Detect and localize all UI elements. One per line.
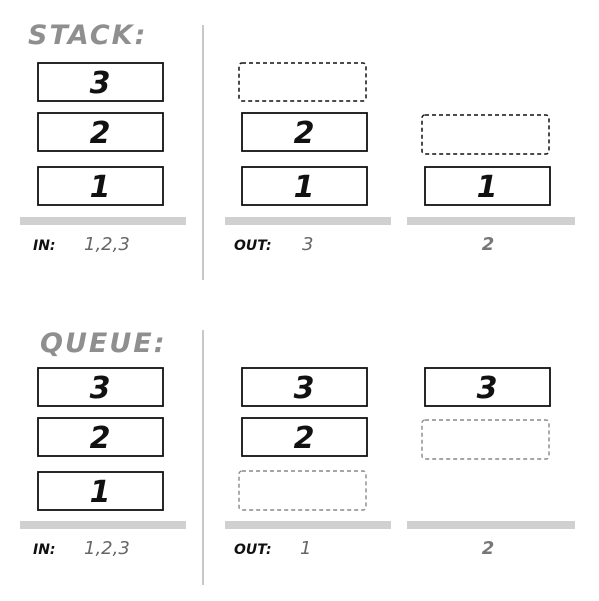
stack-input-box-3	[37, 62, 164, 102]
queue-step2-empty-slot	[421, 419, 550, 460]
queue-input-box-3	[37, 367, 164, 407]
stack-in-value: 1,2,3	[84, 234, 130, 255]
queue-input-box-2	[37, 417, 164, 457]
stack-step2-column: 1 2	[407, 114, 575, 255]
queue-step2-box-3-label: 3	[477, 371, 498, 406]
stack-input-box-1	[37, 166, 164, 206]
stack-input-box-1-label: 1	[90, 170, 111, 205]
queue-in-value: 1,2,3	[84, 538, 130, 559]
queue-step1-shelf	[225, 521, 391, 529]
stack-out-value: 3	[302, 234, 313, 255]
stack-step2-out-value: 2	[482, 234, 495, 255]
stack-step1-box-1-label: 1	[294, 170, 315, 205]
stack-step1-shelf	[225, 217, 391, 225]
stack-step1-box-2	[241, 112, 368, 152]
queue-step1-column: 3 2 OUT: 1	[225, 367, 391, 559]
queue-input-column: 3 2 1 IN: 1,2,3	[20, 367, 186, 559]
stack-title: STACK:	[28, 20, 147, 51]
queue-step2-shelf	[407, 521, 575, 529]
queue-step1-box-2	[241, 417, 368, 457]
stack-input-column: 3 2 1 IN: 1,2,3	[20, 62, 186, 255]
stack-step2-box-1	[424, 166, 551, 206]
stack-input-box-3-label: 3	[90, 66, 111, 101]
queue-step2-out-value: 2	[482, 538, 495, 559]
queue-title: QUEUE:	[40, 328, 167, 359]
stack-step1-box-2-label: 2	[294, 116, 315, 151]
stack-section: STACK: 3 2 1 IN: 1,2,3 2 1 OUT: 3	[20, 20, 575, 280]
queue-step1-box-3	[241, 367, 368, 407]
queue-step1-box-3-label: 3	[294, 371, 315, 406]
stack-step2-empty-slot	[421, 114, 550, 155]
queue-step2-column: 3 2	[407, 367, 575, 559]
queue-step1-empty-slot	[238, 470, 367, 511]
queue-out-label: OUT:	[234, 542, 272, 558]
stack-step1-box-1	[241, 166, 368, 206]
queue-input-box-1-label: 1	[90, 475, 111, 510]
queue-step1-box-2-label: 2	[294, 421, 315, 456]
queue-section: QUEUE: 3 2 1 IN: 1,2,3 3 2 OUT: 1	[20, 328, 575, 585]
queue-input-shelf	[20, 521, 186, 529]
queue-in-label: IN:	[33, 542, 56, 558]
stack-step2-shelf	[407, 217, 575, 225]
stack-out-label: OUT:	[234, 238, 272, 254]
stack-step1-empty-slot	[238, 62, 367, 102]
stack-in-label: IN:	[33, 238, 56, 254]
stack-input-box-2	[37, 112, 164, 152]
stack-step1-column: 2 1 OUT: 3	[225, 62, 391, 255]
stack-input-shelf	[20, 217, 186, 225]
queue-input-box-1	[37, 471, 164, 511]
stack-input-box-2-label: 2	[90, 116, 111, 151]
queue-input-box-3-label: 3	[90, 371, 111, 406]
queue-out-value: 1	[300, 538, 311, 559]
queue-step2-box-3	[424, 367, 551, 407]
queue-input-box-2-label: 2	[90, 421, 111, 456]
stack-step2-box-1-label: 1	[477, 170, 498, 205]
